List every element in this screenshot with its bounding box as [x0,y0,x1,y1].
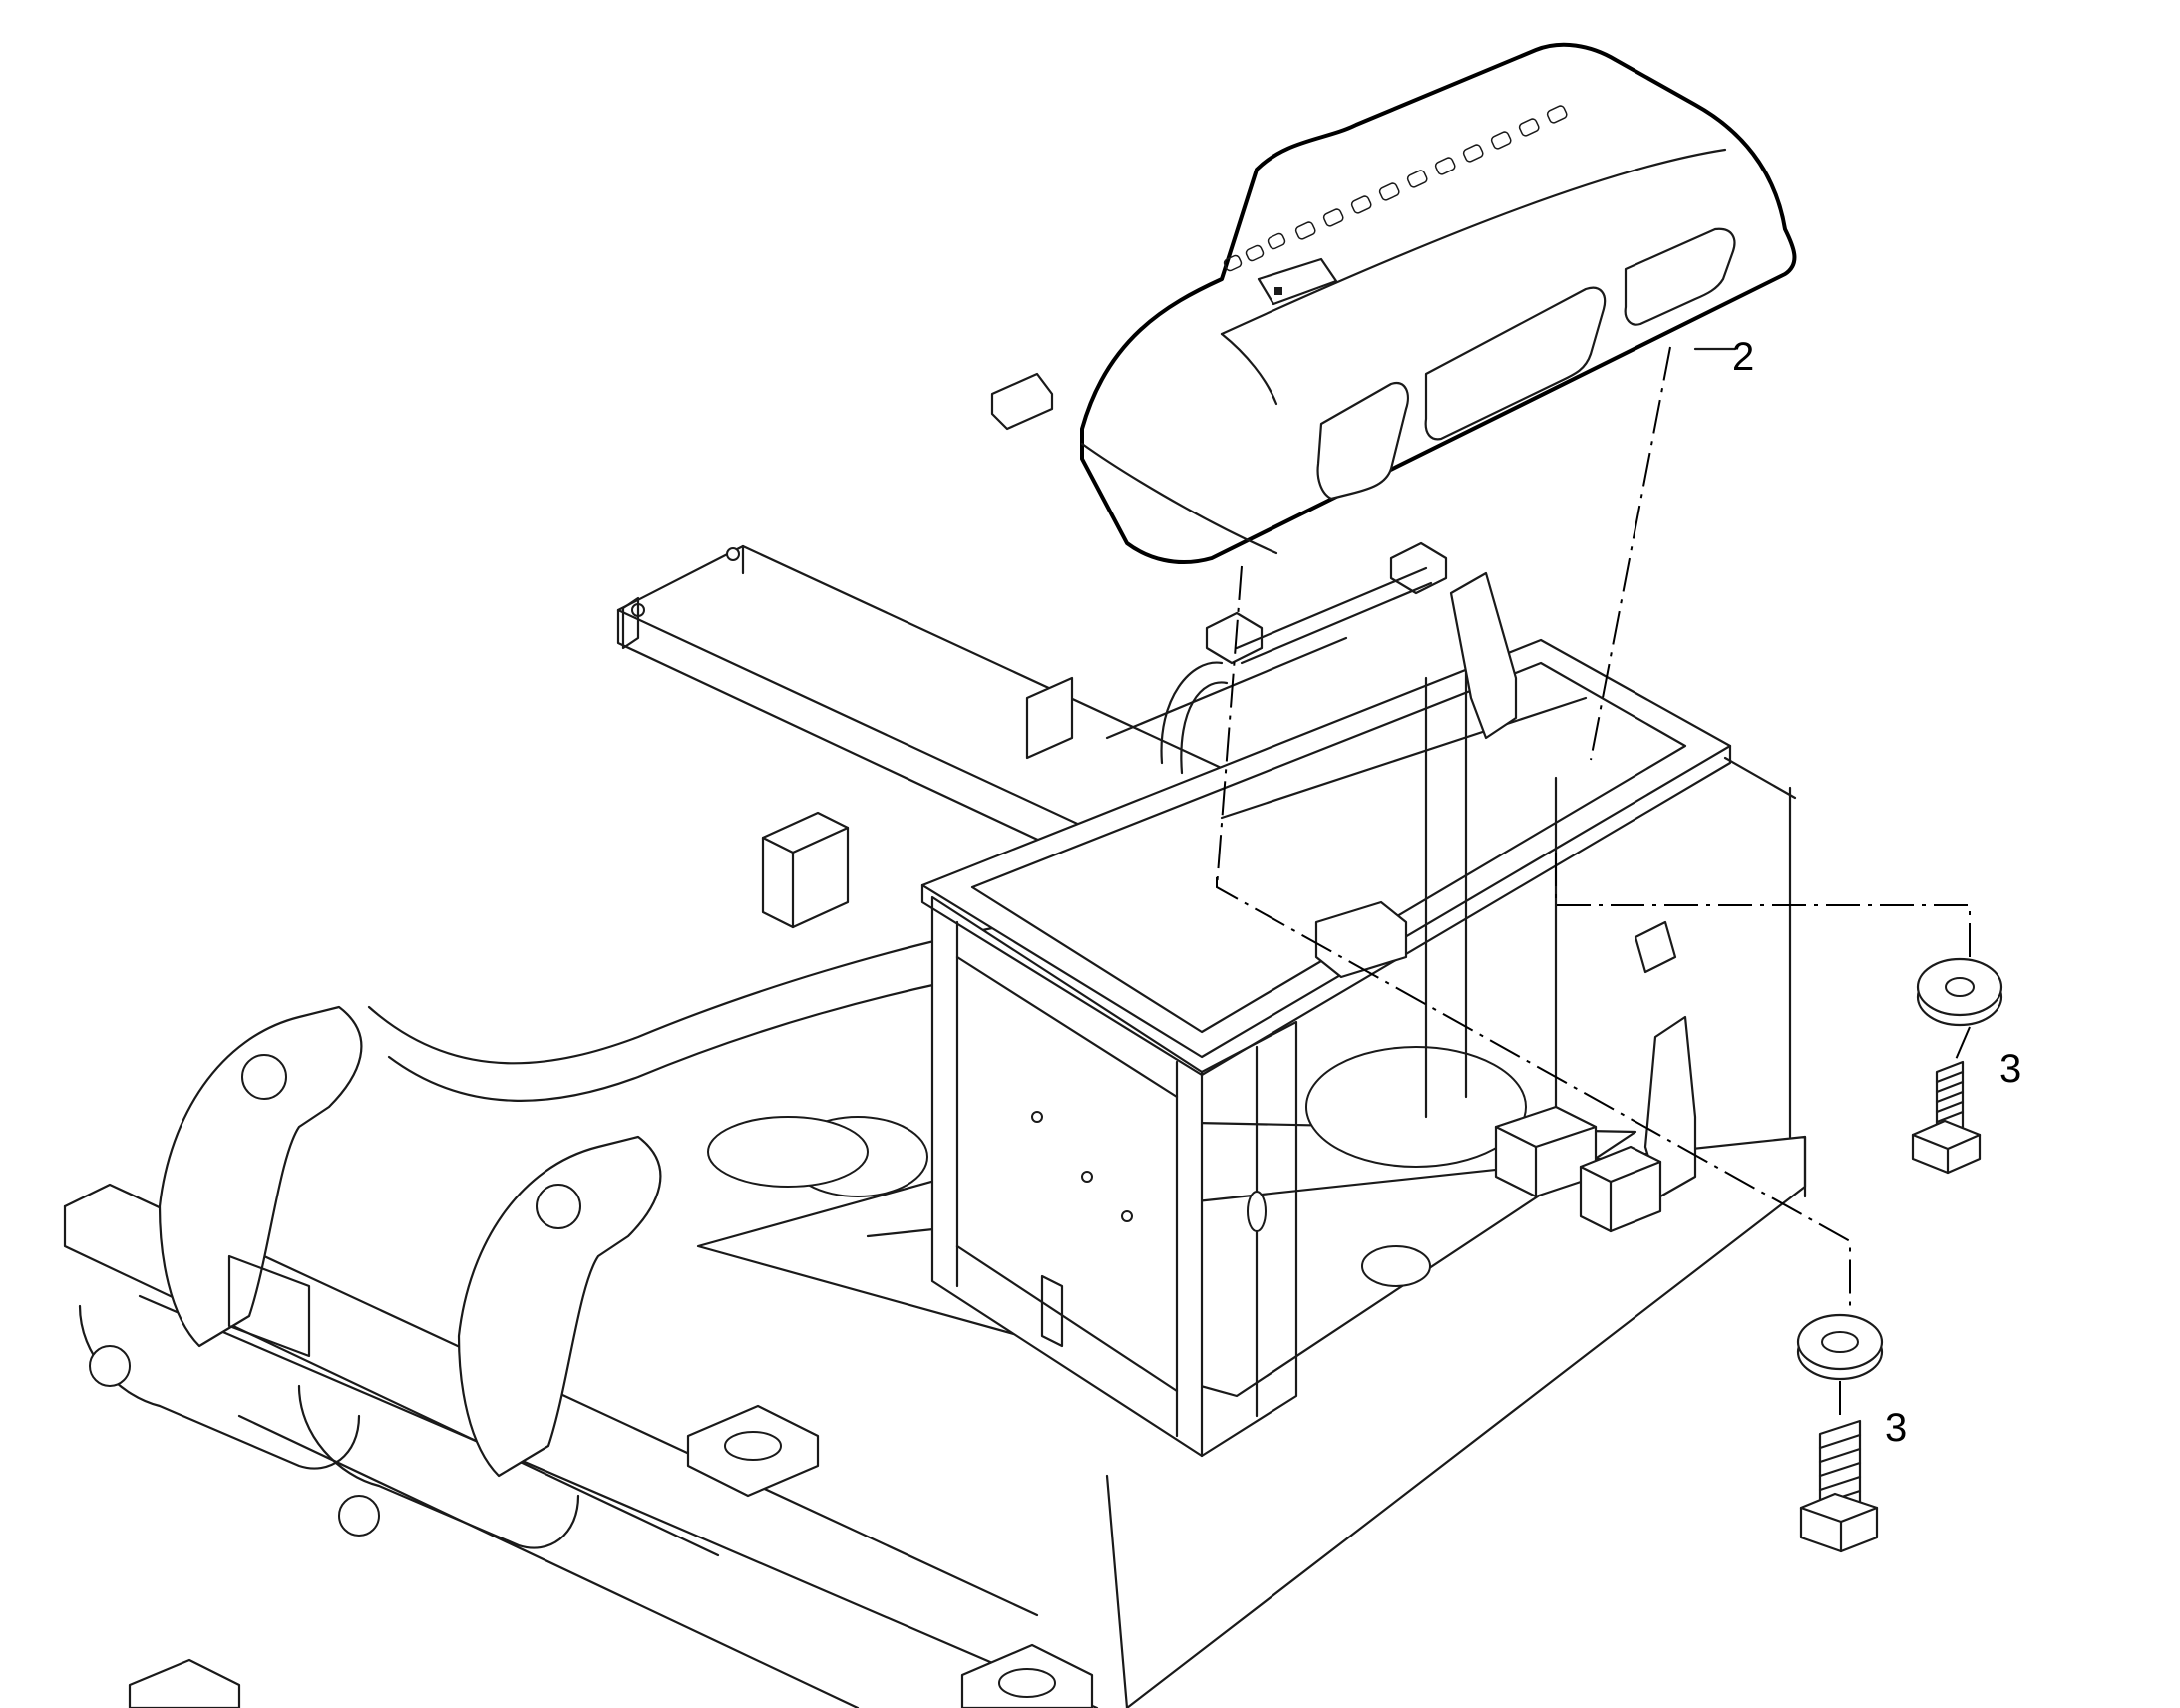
washer-lower [1796,1313,1884,1381]
leader-lines [1216,346,1971,1421]
washer-upper [1916,957,2003,1027]
vent-slots [1223,105,1568,272]
roof-cover-part-2 [990,42,1797,565]
bolt-upper [1911,1060,1982,1175]
callout-label-2: 2 [1732,335,1755,379]
cab-support-frame [920,541,1797,1458]
callout-label-3-lower: 3 [1885,1406,1908,1450]
bolt-lower [1799,1419,1879,1553]
callout-label-3-upper: 3 [1999,1047,2022,1091]
